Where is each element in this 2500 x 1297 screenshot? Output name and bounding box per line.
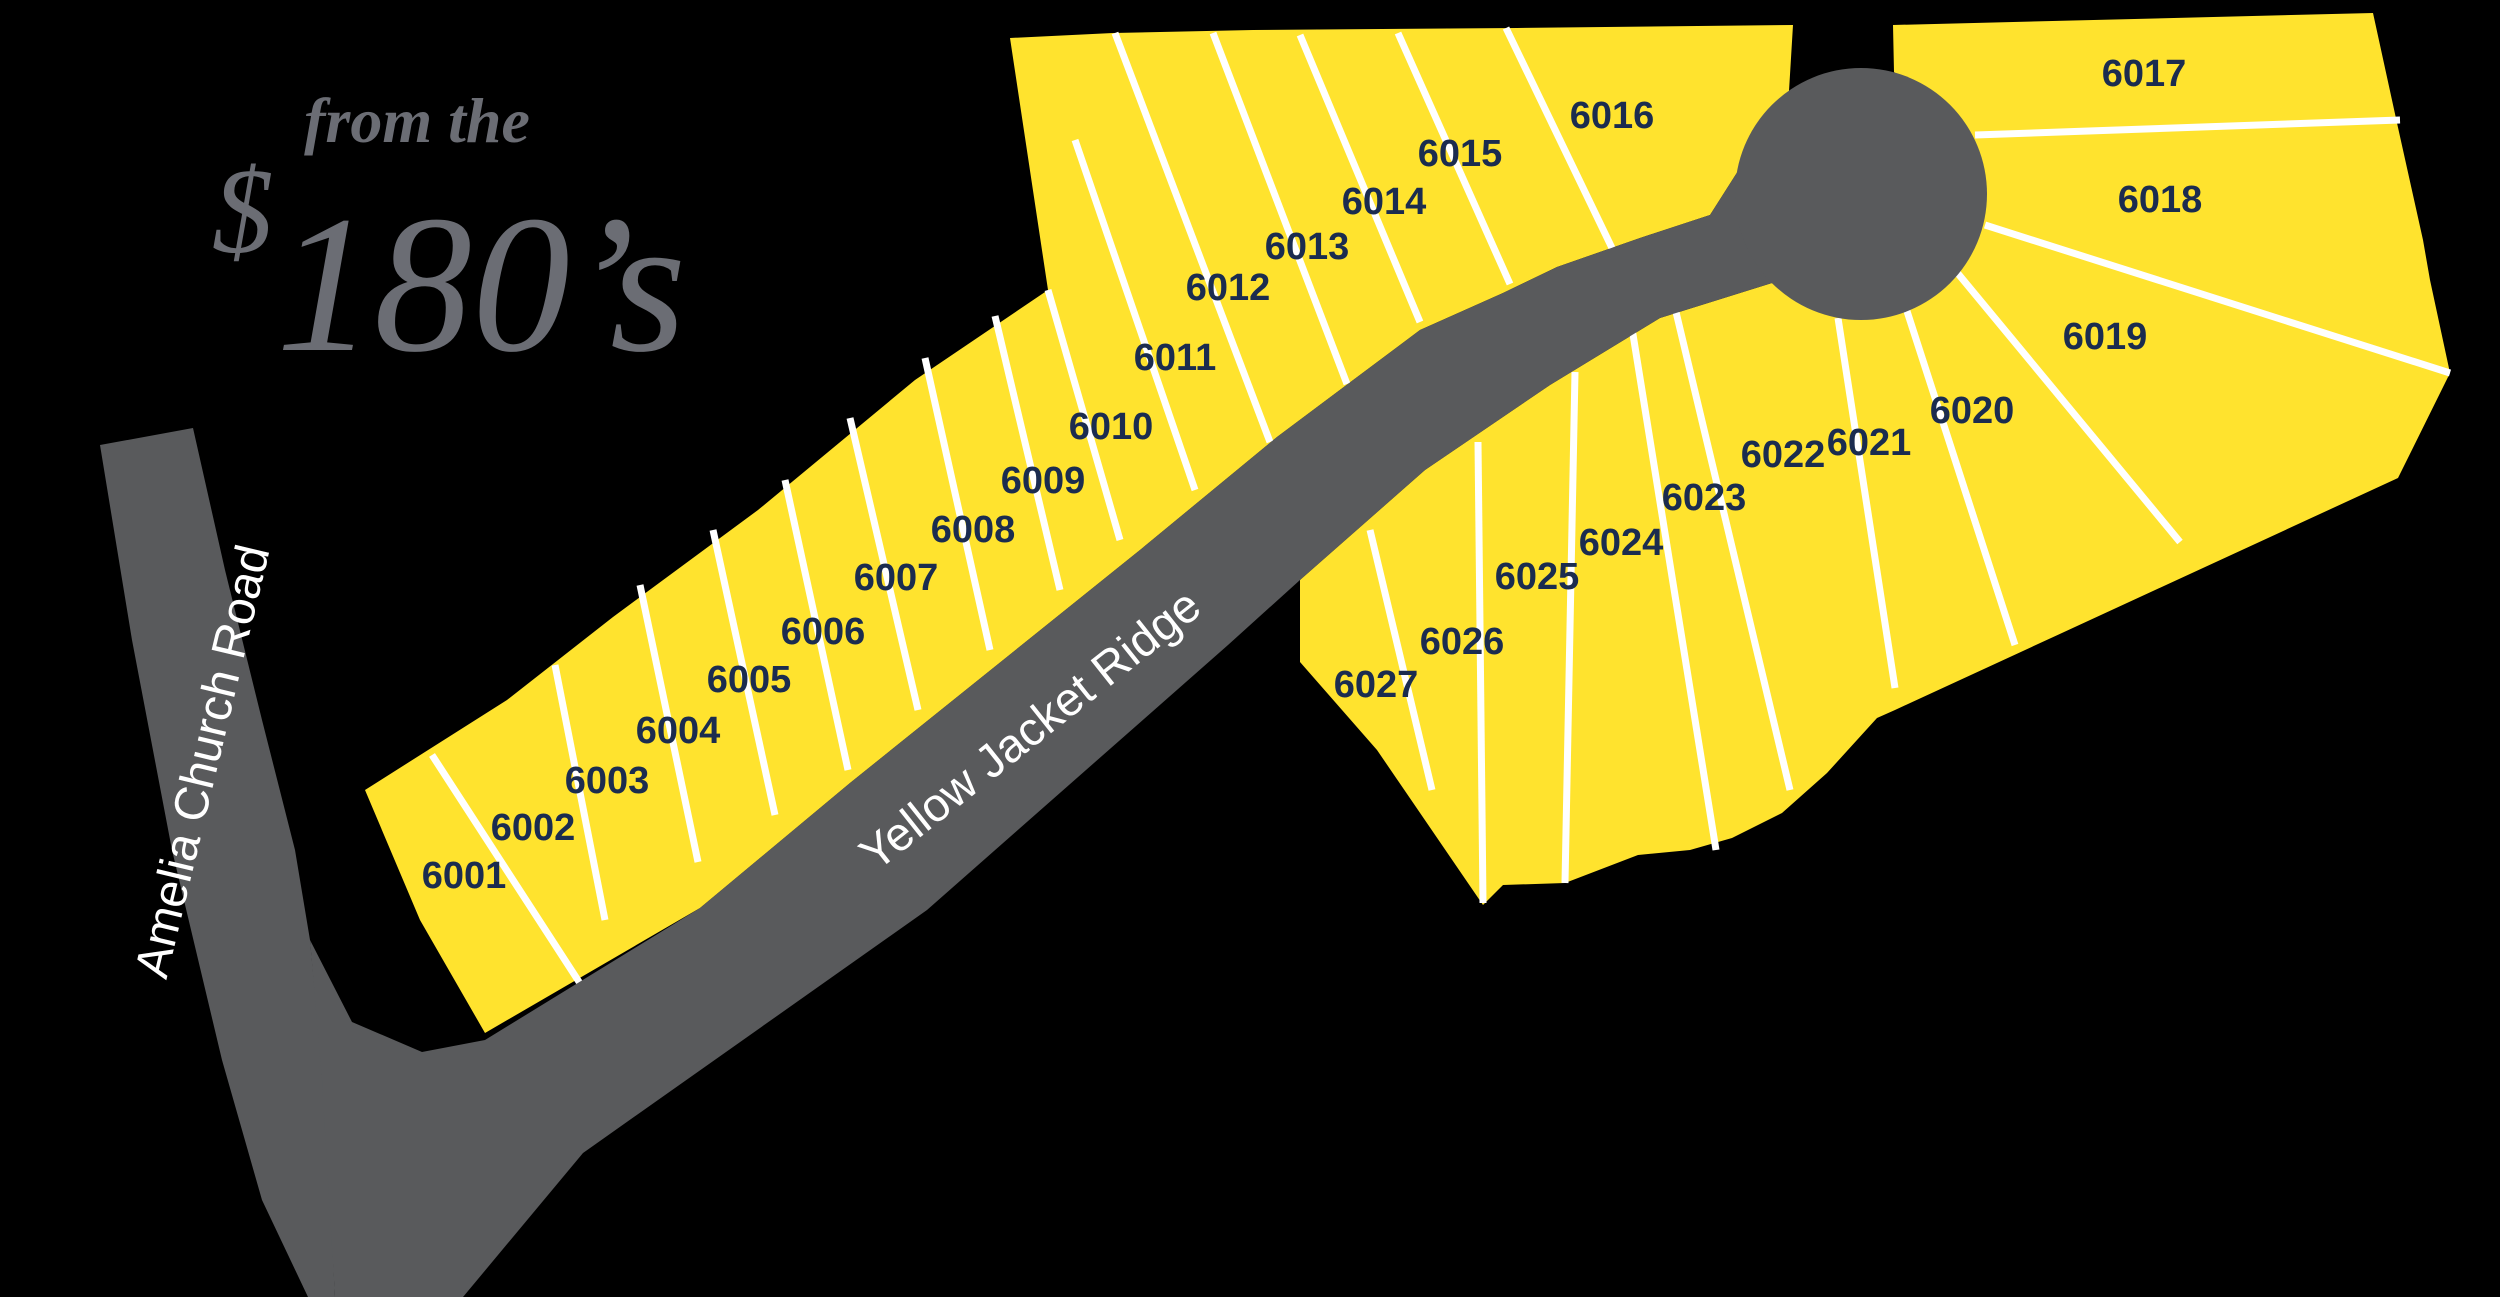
lot-label-6017: 6017: [2102, 53, 2187, 95]
lot-label-6014: 6014: [1342, 181, 1427, 223]
lot-label-6008: 6008: [931, 509, 1016, 551]
lot-label-6004: 6004: [636, 710, 721, 752]
lot-label-6024: 6024: [1579, 522, 1664, 564]
lot-label-6027: 6027: [1334, 664, 1419, 706]
lot-divider: [1834, 317, 1899, 689]
lot-label-6010: 6010: [1069, 406, 1154, 448]
lot-label-6013: 6013: [1265, 226, 1350, 268]
lot-label-6026: 6026: [1420, 621, 1505, 663]
lot-divider: [1952, 267, 2183, 545]
lot-label-6019: 6019: [2063, 316, 2148, 358]
lot-label-6021: 6021: [1827, 422, 1912, 464]
road-amelia-church: [100, 428, 335, 1297]
price-amount: $ 180’s: [212, 78, 686, 393]
lot-labels: 6001 6002 6003 6004 6005 6006 6007 6008 …: [422, 53, 2203, 897]
lot-dividers: [429, 26, 2452, 990]
lot-divider: [1111, 31, 1274, 444]
price-headline: from the $ 180’s: [212, 78, 686, 393]
lot-divider: [1394, 31, 1514, 286]
lot-divider: [551, 664, 609, 921]
lot-label-6003: 6003: [565, 760, 650, 802]
lot-divider: [921, 357, 994, 651]
lot-label-6005: 6005: [707, 659, 792, 701]
price-dollar-sign: $: [212, 144, 273, 279]
lot-sections: [365, 13, 2450, 1033]
lot-label-6016: 6016: [1570, 95, 1655, 137]
road-yellow-jacket-ridge: [310, 160, 1772, 1297]
lot-divider: [1209, 31, 1351, 386]
lot-label-6020: 6020: [1930, 390, 2015, 432]
lot-section-east: [1300, 13, 2450, 905]
lot-label-6007: 6007: [854, 557, 939, 599]
lot-label-6002: 6002: [491, 807, 576, 849]
lot-label-6023: 6023: [1662, 477, 1747, 519]
price-value: 180’s: [276, 176, 686, 393]
lot-label-6009: 6009: [1001, 460, 1086, 502]
price-prefix: from the: [304, 85, 530, 156]
lot-section-west: [365, 25, 1793, 1033]
lot-label-6022: 6022: [1741, 434, 1826, 476]
lot-divider: [709, 529, 779, 816]
lot-divider: [429, 753, 586, 990]
lot-label-6001: 6001: [422, 855, 507, 897]
lot-divider: [1983, 221, 2452, 377]
lot-label-6018: 6018: [2118, 179, 2203, 221]
lot-label-6006: 6006: [781, 611, 866, 653]
lot-divider: [1502, 26, 1616, 250]
lot-label-6025: 6025: [1495, 556, 1580, 598]
lot-divider: [1672, 311, 1794, 791]
lot-divider: [1561, 371, 1579, 884]
lot-divider: [1974, 116, 2401, 139]
lot-divider: [1627, 321, 1720, 851]
lot-divider: [991, 315, 1064, 591]
cul-de-sac: [1735, 68, 1987, 320]
roads: [100, 68, 1987, 1297]
lot-divider: [781, 479, 852, 771]
lot-divider: [1071, 138, 1199, 492]
lot-divider: [1474, 441, 1487, 904]
lot-divider: [1901, 303, 2019, 647]
lot-divider: [1366, 529, 1436, 791]
lot-label-6015: 6015: [1418, 133, 1503, 175]
lot-label-6012: 6012: [1186, 267, 1271, 309]
lot-divider: [846, 417, 922, 711]
lot-divider: [1296, 33, 1424, 324]
lot-divider: [1044, 289, 1124, 541]
lot-label-6011: 6011: [1134, 337, 1216, 379]
lot-divider: [636, 584, 702, 863]
